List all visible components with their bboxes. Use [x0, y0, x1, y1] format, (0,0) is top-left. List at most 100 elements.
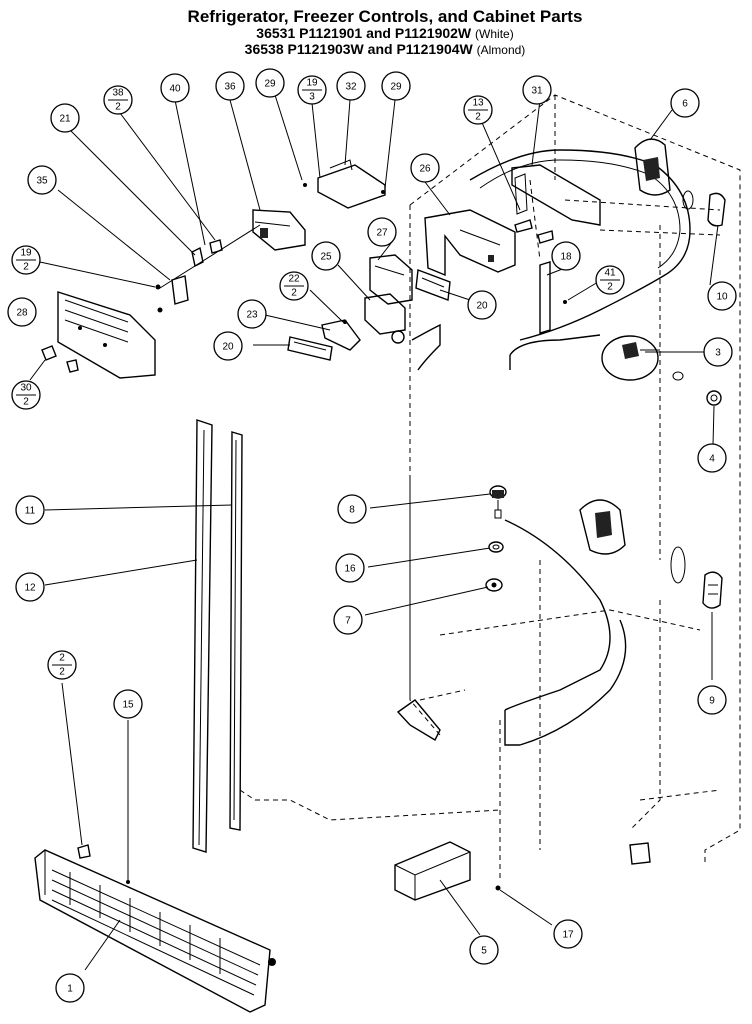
- callout-number: 35: [36, 176, 48, 187]
- callout-31: 31: [522, 75, 552, 105]
- callout-numerator: 22: [288, 274, 300, 285]
- callout-13-over-2: 13 2: [463, 95, 493, 125]
- callout-number: 20: [476, 301, 488, 312]
- callout-numerator: 19: [306, 78, 318, 89]
- callout-number: 29: [264, 79, 276, 90]
- callout-number: 15: [122, 700, 134, 711]
- part-22-screw: [343, 320, 347, 324]
- callout-denominator: 2: [607, 282, 613, 293]
- callout-number: 8: [349, 505, 355, 516]
- callout-denominator: 2: [23, 262, 29, 273]
- part-32-mounting-bracket: [303, 159, 386, 209]
- callout-number: 32: [345, 82, 357, 93]
- cabinet-outline: [409, 94, 741, 880]
- callout-2-over-2: 2 2: [47, 650, 77, 680]
- part-36-control-housing: [252, 209, 306, 251]
- callout-number: 29: [390, 82, 402, 93]
- callout-denominator: 2: [23, 397, 29, 408]
- callout-16: 16: [335, 553, 365, 583]
- diagram-title: Refrigerator, Freezer Controls, and Cabi…: [187, 7, 583, 26]
- callout-number: 28: [16, 308, 28, 319]
- callout-number: 20: [222, 342, 234, 353]
- callout-4: 4: [697, 443, 727, 473]
- callout-number: 7: [345, 616, 351, 627]
- part-16-washer: [488, 541, 504, 553]
- part-12-mullion-trim: [192, 419, 213, 853]
- callout-19-over-3: 19 3: [297, 75, 327, 105]
- callout-numerator: 30: [20, 383, 32, 394]
- callout-7: 7: [333, 605, 363, 635]
- callout-number: 4: [709, 454, 715, 465]
- callout-28: 28: [7, 297, 37, 327]
- callout-3: 3: [703, 337, 733, 367]
- callout-number: 6: [682, 99, 688, 110]
- callout-11: 11: [15, 495, 45, 525]
- callout-number: 3: [715, 348, 721, 359]
- part-6-light-assembly: [634, 138, 671, 196]
- callout-32: 32: [336, 71, 366, 101]
- part-26-air-damper-housing: [424, 209, 516, 277]
- callout-20-right: 20: [467, 290, 497, 320]
- part-7-knob: [485, 578, 503, 592]
- callout-20-left: 20: [213, 331, 243, 361]
- callout-number: 26: [419, 164, 431, 175]
- part-11-mullion-trim: [229, 431, 243, 831]
- callout-23: 23: [237, 299, 267, 329]
- model-line-white: 36531 P1121901 and P1121902W (White): [150, 26, 620, 42]
- callout-denominator: 3: [309, 92, 315, 103]
- callout-35: 35: [27, 165, 57, 195]
- callout-5: 5: [469, 935, 499, 965]
- callout-21: 21: [50, 103, 80, 133]
- callout-number: 9: [709, 696, 715, 707]
- callout-9: 9: [697, 685, 727, 715]
- air-diffuser-flap: [411, 323, 441, 371]
- part-10-light-switch: [682, 190, 726, 227]
- part-9-dispenser-light-cover: [579, 499, 723, 609]
- part-20-control-window-left: [287, 336, 333, 361]
- callout-number: 11: [25, 506, 36, 517]
- part-35-thermostat-bracket: [155, 275, 189, 313]
- callout-36: 36: [215, 71, 245, 101]
- callout-numerator: 19: [20, 248, 32, 259]
- callout-denominator: 2: [59, 667, 65, 678]
- callout-40: 40: [160, 73, 190, 103]
- callout-30-over-2: 30 2: [11, 380, 41, 410]
- model-numbers-almond: 36538 P1121903W and P1121904W: [244, 41, 473, 57]
- callout-numerator: 2: [59, 653, 65, 664]
- callout-number: 40: [169, 84, 181, 95]
- callout-number: 16: [344, 564, 356, 575]
- callout-number: 18: [560, 252, 572, 263]
- callout-8: 8: [337, 494, 367, 524]
- model-line-almond: 36538 P1121903W and P1121904W (Almond): [150, 42, 620, 58]
- callout-number: 23: [246, 310, 258, 321]
- callout-denominator: 2: [291, 288, 297, 299]
- part-5-insulation-block: [394, 841, 471, 901]
- callout-17: 17: [553, 919, 583, 949]
- part-2-grille-clip: [77, 844, 91, 859]
- callout-41-over-2: 41 2: [595, 265, 625, 295]
- callout-number: 1: [67, 984, 73, 995]
- callout-29-left: 29: [255, 68, 285, 98]
- callout-18: 18: [551, 241, 581, 271]
- part-25-thermostat: [364, 293, 406, 344]
- center-mullion: [504, 334, 627, 746]
- part-1-toe-grille: [34, 849, 276, 1013]
- callout-10: 10: [707, 281, 737, 311]
- part-4-light-bulb: [706, 390, 722, 406]
- part-27-control-knob-housing: [369, 254, 413, 305]
- callout-15: 15: [113, 689, 143, 719]
- callout-number: 5: [481, 946, 487, 957]
- part-21-clip: [191, 239, 223, 268]
- color-note-almond: (Almond): [476, 43, 526, 57]
- callout-number: 12: [24, 583, 36, 594]
- model-numbers-white: 36531 P1121901 and P1121902W: [256, 25, 472, 41]
- callout-number: 36: [224, 82, 236, 93]
- part-3-light-socket: [601, 335, 684, 381]
- callout-6: 6: [670, 88, 700, 118]
- part-31-harness-bracket: [511, 164, 601, 244]
- callout-number: 31: [531, 86, 543, 97]
- callout-number: 25: [320, 252, 332, 263]
- part-28-control-cover: [57, 291, 156, 379]
- callout-numerator: 13: [472, 98, 484, 109]
